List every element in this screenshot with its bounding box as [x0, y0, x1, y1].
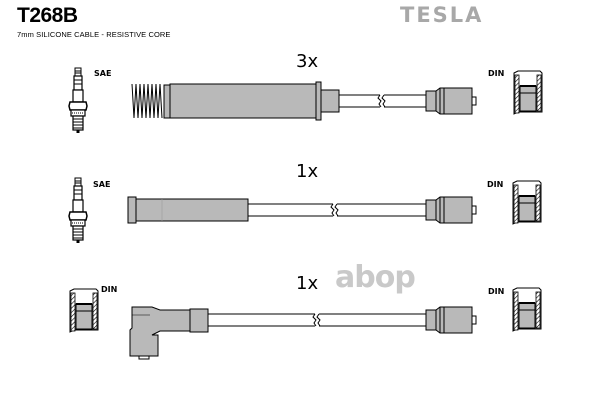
- cable: [248, 203, 426, 217]
- lead-2-left-label: SAE: [93, 180, 111, 189]
- din-plug-boot: [425, 306, 477, 334]
- cable-description: 7mm SILICONE CABLE - RESISTIVE CORE: [17, 30, 171, 39]
- lead-1-quantity: 3x: [296, 51, 319, 72]
- lead-3-right-label: DIN: [488, 287, 505, 296]
- lead-2: [68, 177, 542, 244]
- lead-2-right-label: DIN: [487, 180, 504, 189]
- lead-1: [68, 67, 543, 134]
- cable: [208, 313, 426, 327]
- spring-icon: [131, 83, 163, 119]
- din-terminal-icon: [512, 287, 542, 332]
- din-plug-boot: [425, 87, 477, 115]
- lead-1-right-label: DIN: [488, 69, 505, 78]
- angled-plug-boot: [129, 306, 209, 360]
- din-terminal-icon: [512, 180, 542, 225]
- lead-1-left-label: SAE: [94, 69, 112, 78]
- lead-2-quantity: 1x: [296, 161, 319, 182]
- short-plug-boot: [127, 196, 249, 224]
- long-plug-boot: [163, 81, 340, 121]
- spark-plug-icon: [68, 67, 88, 134]
- lead-3: [69, 287, 542, 360]
- lead-3-left-label: DIN: [101, 285, 118, 294]
- cable: [339, 94, 426, 108]
- lead-3-quantity: 1x: [296, 273, 319, 294]
- spark-plug-icon: [68, 177, 88, 244]
- watermark: abop: [335, 260, 416, 295]
- din-plug-boot: [425, 196, 477, 224]
- din-terminal-icon: [513, 70, 543, 115]
- din-terminal-icon: [69, 288, 99, 333]
- brand-logo: TESLA: [400, 3, 484, 27]
- part-code: T268B: [17, 4, 78, 27]
